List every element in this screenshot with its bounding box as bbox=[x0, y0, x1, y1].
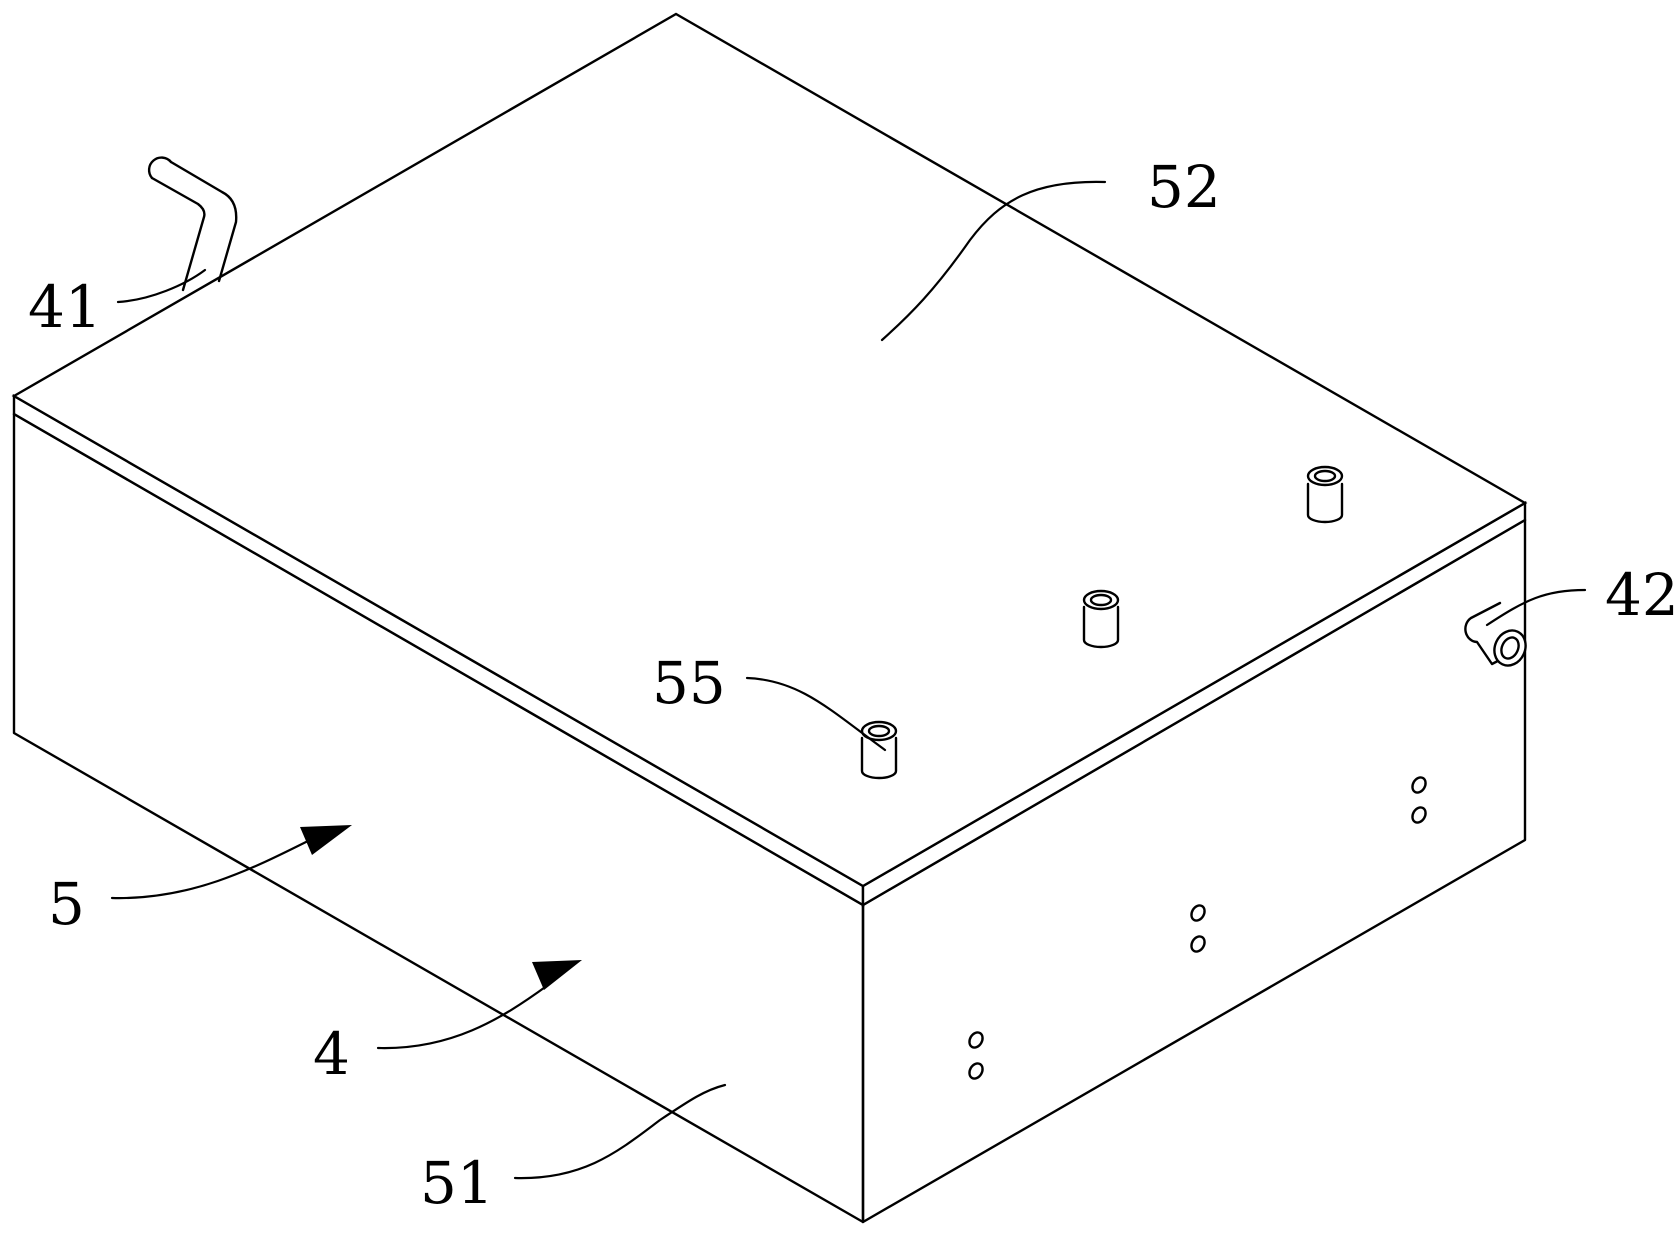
leader-lines bbox=[110, 180, 1587, 1180]
post-3-hole bbox=[867, 724, 891, 738]
post-1-body bbox=[1306, 482, 1344, 524]
leader-42 bbox=[1485, 588, 1587, 627]
leader-41 bbox=[116, 268, 207, 304]
arrow-4 bbox=[532, 960, 582, 990]
pipe-41 bbox=[147, 156, 238, 292]
pipe-41-end bbox=[147, 156, 173, 180]
hole-a2 bbox=[1411, 806, 1427, 824]
post-2-body bbox=[1082, 605, 1120, 649]
post-3 bbox=[860, 720, 898, 780]
hole-c1 bbox=[968, 1031, 984, 1049]
hole-pairs bbox=[968, 776, 1427, 1080]
arrowheads bbox=[300, 825, 582, 990]
post-2-top bbox=[1082, 589, 1120, 611]
leader-5 bbox=[110, 838, 312, 900]
post-1-top bbox=[1306, 465, 1344, 487]
arrow-5 bbox=[300, 825, 352, 855]
hole-b1 bbox=[1190, 904, 1206, 922]
post-3-body bbox=[860, 736, 898, 780]
hole-b2 bbox=[1190, 935, 1206, 953]
reference-labels: 41 52 42 55 5 4 51 bbox=[28, 153, 1675, 1217]
leader-52 bbox=[880, 180, 1107, 342]
pipe-42 bbox=[1464, 601, 1527, 667]
leader-4 bbox=[376, 983, 550, 1050]
label-5: 5 bbox=[48, 870, 85, 938]
post-3-top bbox=[860, 720, 898, 742]
label-51: 51 bbox=[420, 1149, 494, 1217]
label-4: 4 bbox=[313, 1020, 350, 1088]
pipe-41-outer-line bbox=[150, 176, 206, 292]
post-1-hole bbox=[1313, 469, 1337, 483]
pipe-42-bore bbox=[1500, 636, 1520, 660]
hole-c2 bbox=[968, 1062, 984, 1080]
post-2-hole bbox=[1089, 593, 1113, 607]
lid-top-face bbox=[11, 12, 1528, 888]
pipe-41-inner-line bbox=[169, 160, 238, 283]
post-1 bbox=[1306, 465, 1344, 524]
label-52: 52 bbox=[1147, 153, 1221, 221]
leader-51 bbox=[513, 1083, 727, 1180]
post-2 bbox=[1082, 589, 1120, 649]
label-55: 55 bbox=[652, 649, 726, 717]
leader-55 bbox=[745, 676, 887, 752]
hole-a1 bbox=[1411, 776, 1427, 794]
label-42: 42 bbox=[1605, 561, 1675, 629]
lid bbox=[11, 12, 1528, 908]
label-41: 41 bbox=[28, 273, 102, 341]
